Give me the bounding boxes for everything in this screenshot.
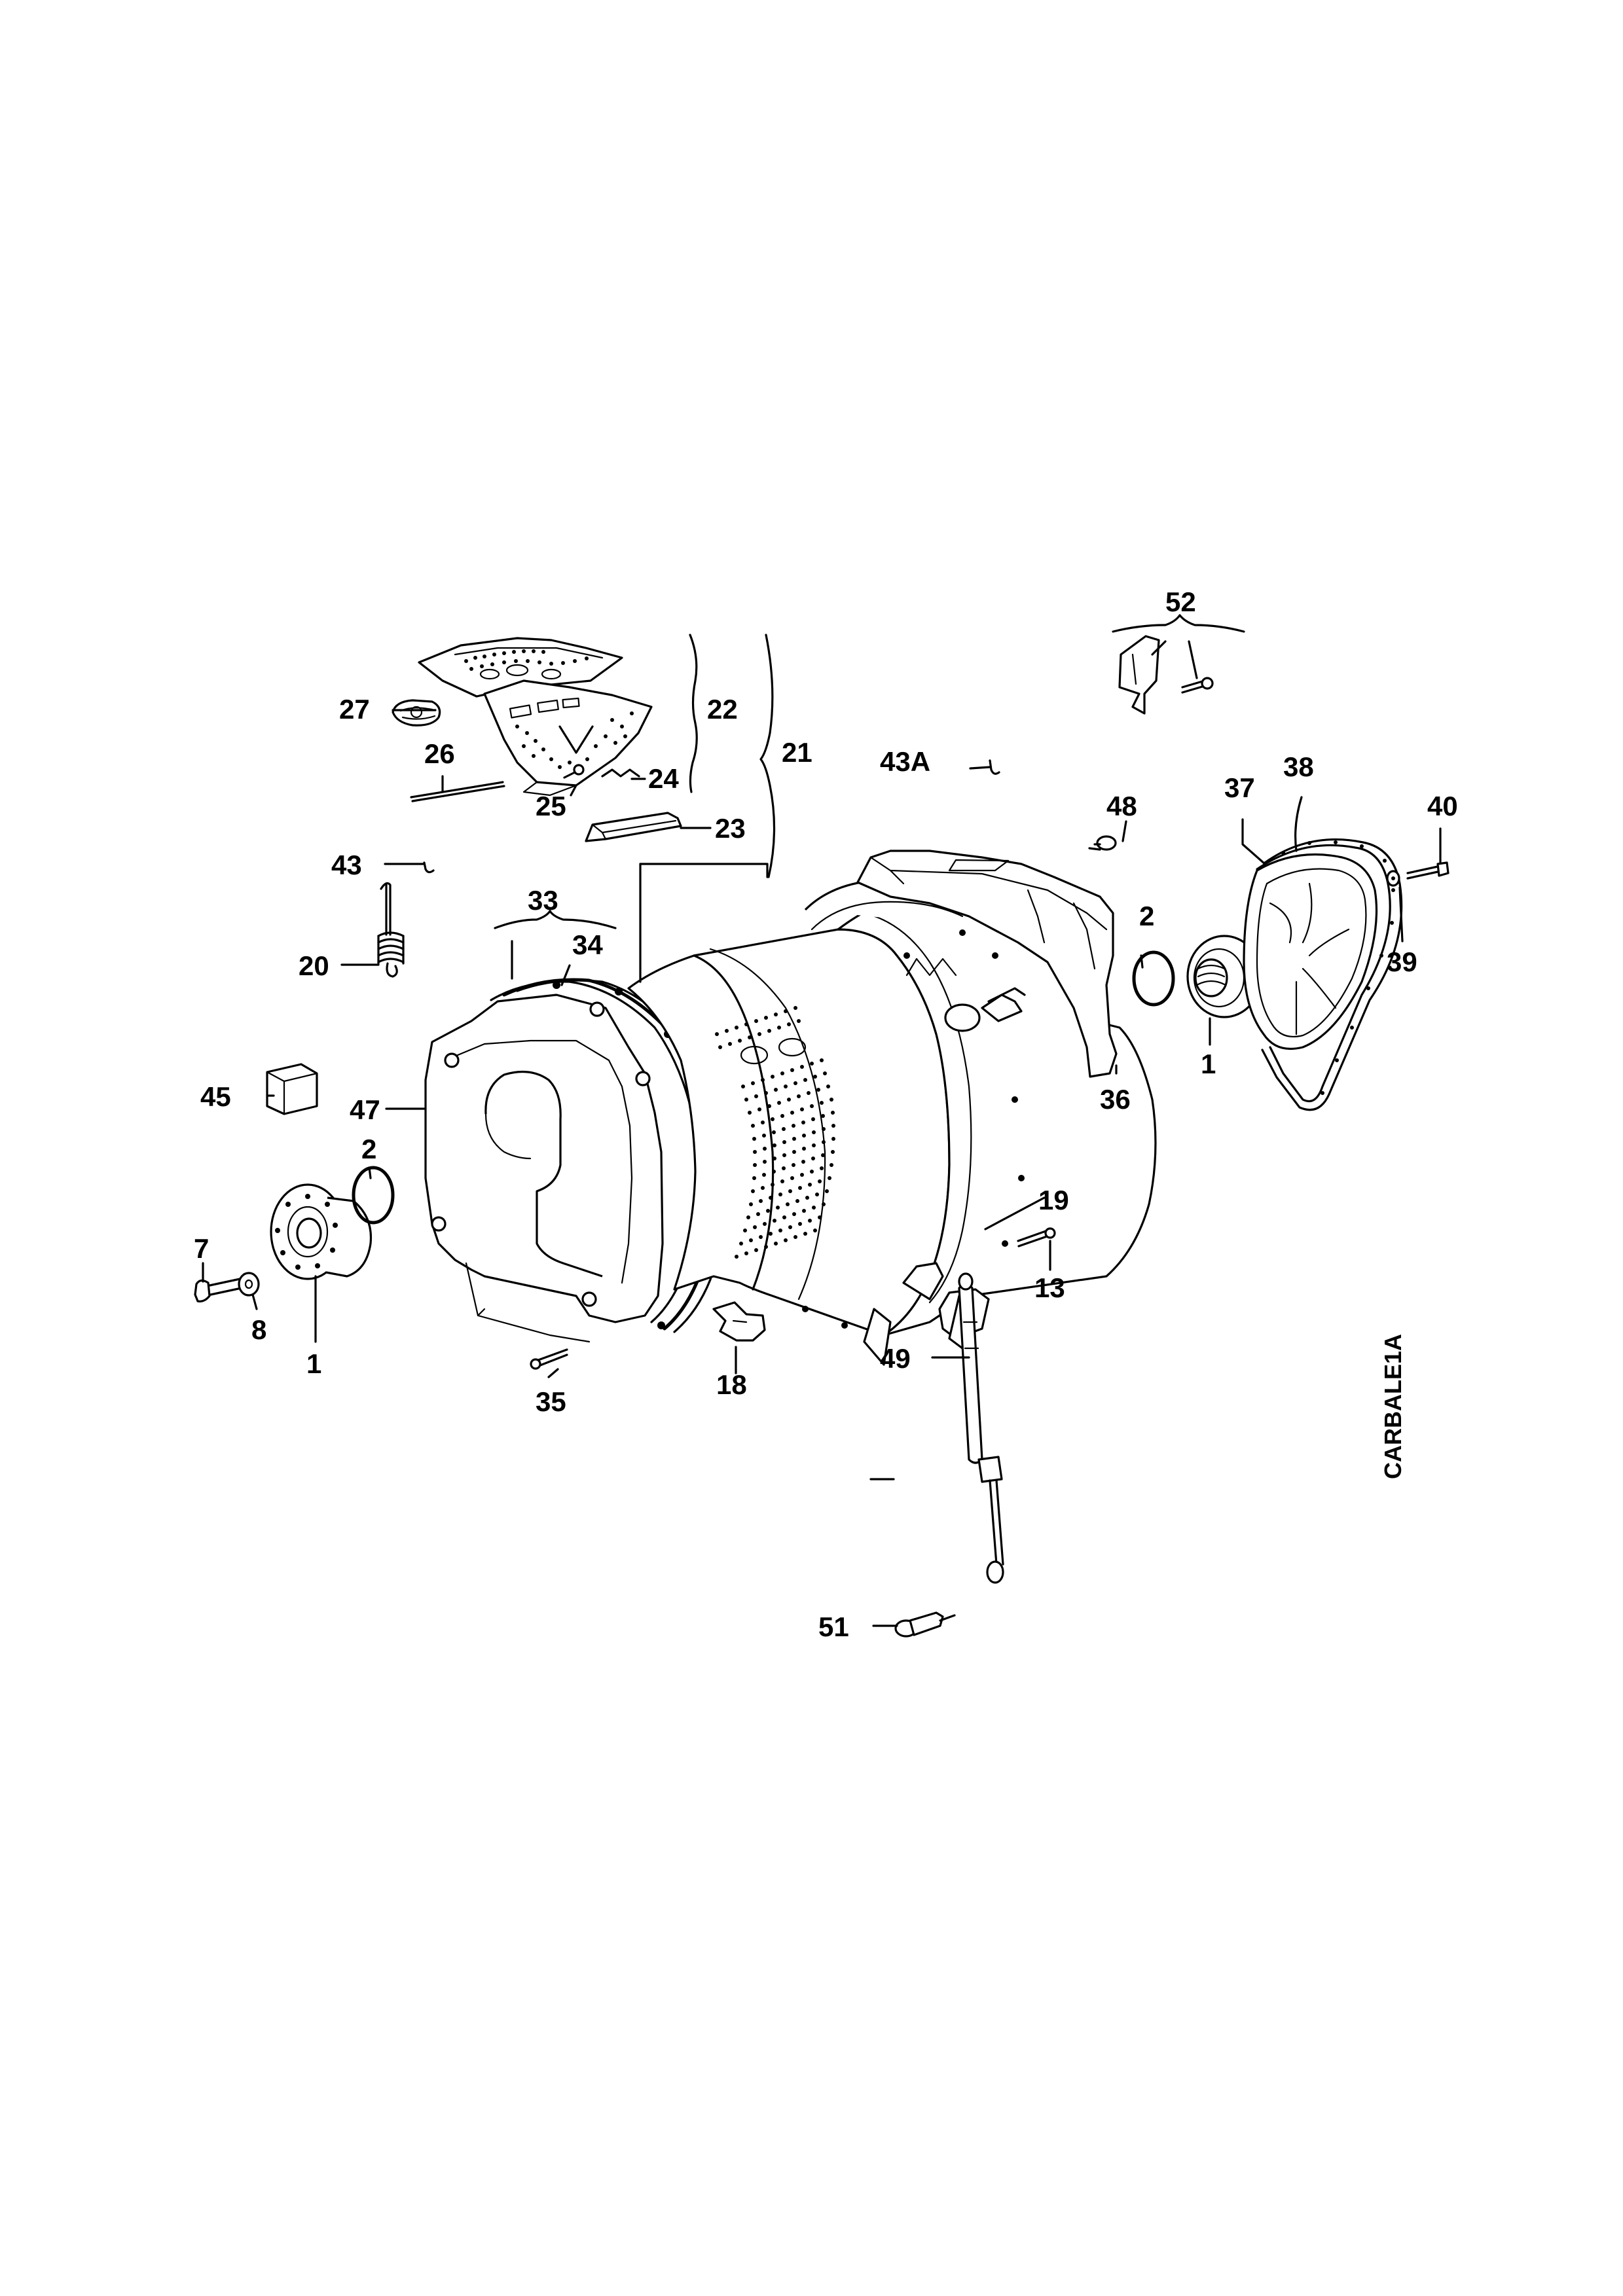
- label-48: 48: [1106, 791, 1137, 821]
- label-18: 18: [716, 1369, 747, 1400]
- clip-24: [601, 768, 640, 778]
- hook-43: [423, 861, 435, 874]
- label-27: 27: [339, 694, 370, 725]
- label-36: 36: [1100, 1084, 1131, 1115]
- screw-48: [1088, 835, 1117, 851]
- drum: [627, 928, 951, 1336]
- part-labels: 52 27 22 21 43A 26 25 24 23 48 37 38 40 …: [194, 586, 1458, 1642]
- bolt-40: [1406, 861, 1450, 880]
- label-2-rear: 2: [1139, 901, 1154, 931]
- o-ring-front: [352, 1166, 395, 1225]
- leader-lines: [202, 614, 1442, 1627]
- label-40: 40: [1427, 791, 1458, 821]
- hook-43a: [989, 759, 1000, 775]
- label-25: 25: [536, 791, 566, 821]
- screw-35: [530, 1348, 568, 1370]
- rear-bracket: [856, 850, 1118, 1078]
- label-37: 37: [1224, 772, 1255, 803]
- label-51: 51: [818, 1611, 849, 1642]
- label-20: 20: [299, 950, 329, 981]
- label-45: 45: [200, 1081, 231, 1112]
- baffle-lifter: [483, 679, 653, 797]
- bearing-housing-front: [270, 1183, 373, 1280]
- baffle-top-cover: [418, 637, 623, 698]
- label-1-rear: 1: [1201, 1049, 1216, 1079]
- washer-8: [238, 1272, 260, 1297]
- label-13: 13: [1034, 1272, 1065, 1303]
- label-35: 35: [536, 1386, 566, 1417]
- clip-18: [712, 1301, 766, 1342]
- bearing-housing-rear: [1186, 935, 1262, 1018]
- label-33: 33: [528, 885, 558, 916]
- o-ring-rear: [1132, 950, 1175, 1007]
- label-43a: 43A: [880, 746, 930, 777]
- label-43: 43: [331, 850, 362, 880]
- label-21: 21: [782, 737, 812, 768]
- label-1-front: 1: [306, 1348, 321, 1379]
- label-24: 24: [648, 763, 679, 794]
- label-2-front: 2: [361, 1134, 376, 1164]
- bracket-52: [1118, 635, 1214, 715]
- label-39: 39: [1387, 946, 1417, 977]
- label-26: 26: [424, 738, 455, 769]
- plug-51: [894, 1611, 956, 1638]
- block-45: [266, 1063, 318, 1115]
- label-49: 49: [880, 1343, 911, 1374]
- label-52: 52: [1165, 586, 1196, 617]
- shock-absorber: [958, 1272, 1004, 1584]
- label-22: 22: [707, 694, 738, 725]
- label-34: 34: [572, 929, 603, 960]
- diagram-code: CARBALE1A: [1379, 1334, 1406, 1479]
- label-8: 8: [251, 1314, 266, 1345]
- spring-20: [377, 882, 405, 978]
- screw-13: [1017, 1227, 1056, 1247]
- label-7: 7: [194, 1233, 209, 1264]
- small-screw-25: [563, 764, 585, 779]
- washer-39: [1386, 870, 1400, 887]
- lifter-strip-23: [585, 812, 682, 842]
- rod: [410, 781, 505, 802]
- baffle-clip: [392, 699, 441, 726]
- front-tub-shell: [424, 994, 664, 1343]
- label-47: 47: [350, 1094, 380, 1125]
- label-23: 23: [715, 813, 746, 844]
- drum-pulley: [1243, 853, 1378, 1050]
- label-19: 19: [1038, 1185, 1069, 1215]
- label-38: 38: [1283, 751, 1314, 782]
